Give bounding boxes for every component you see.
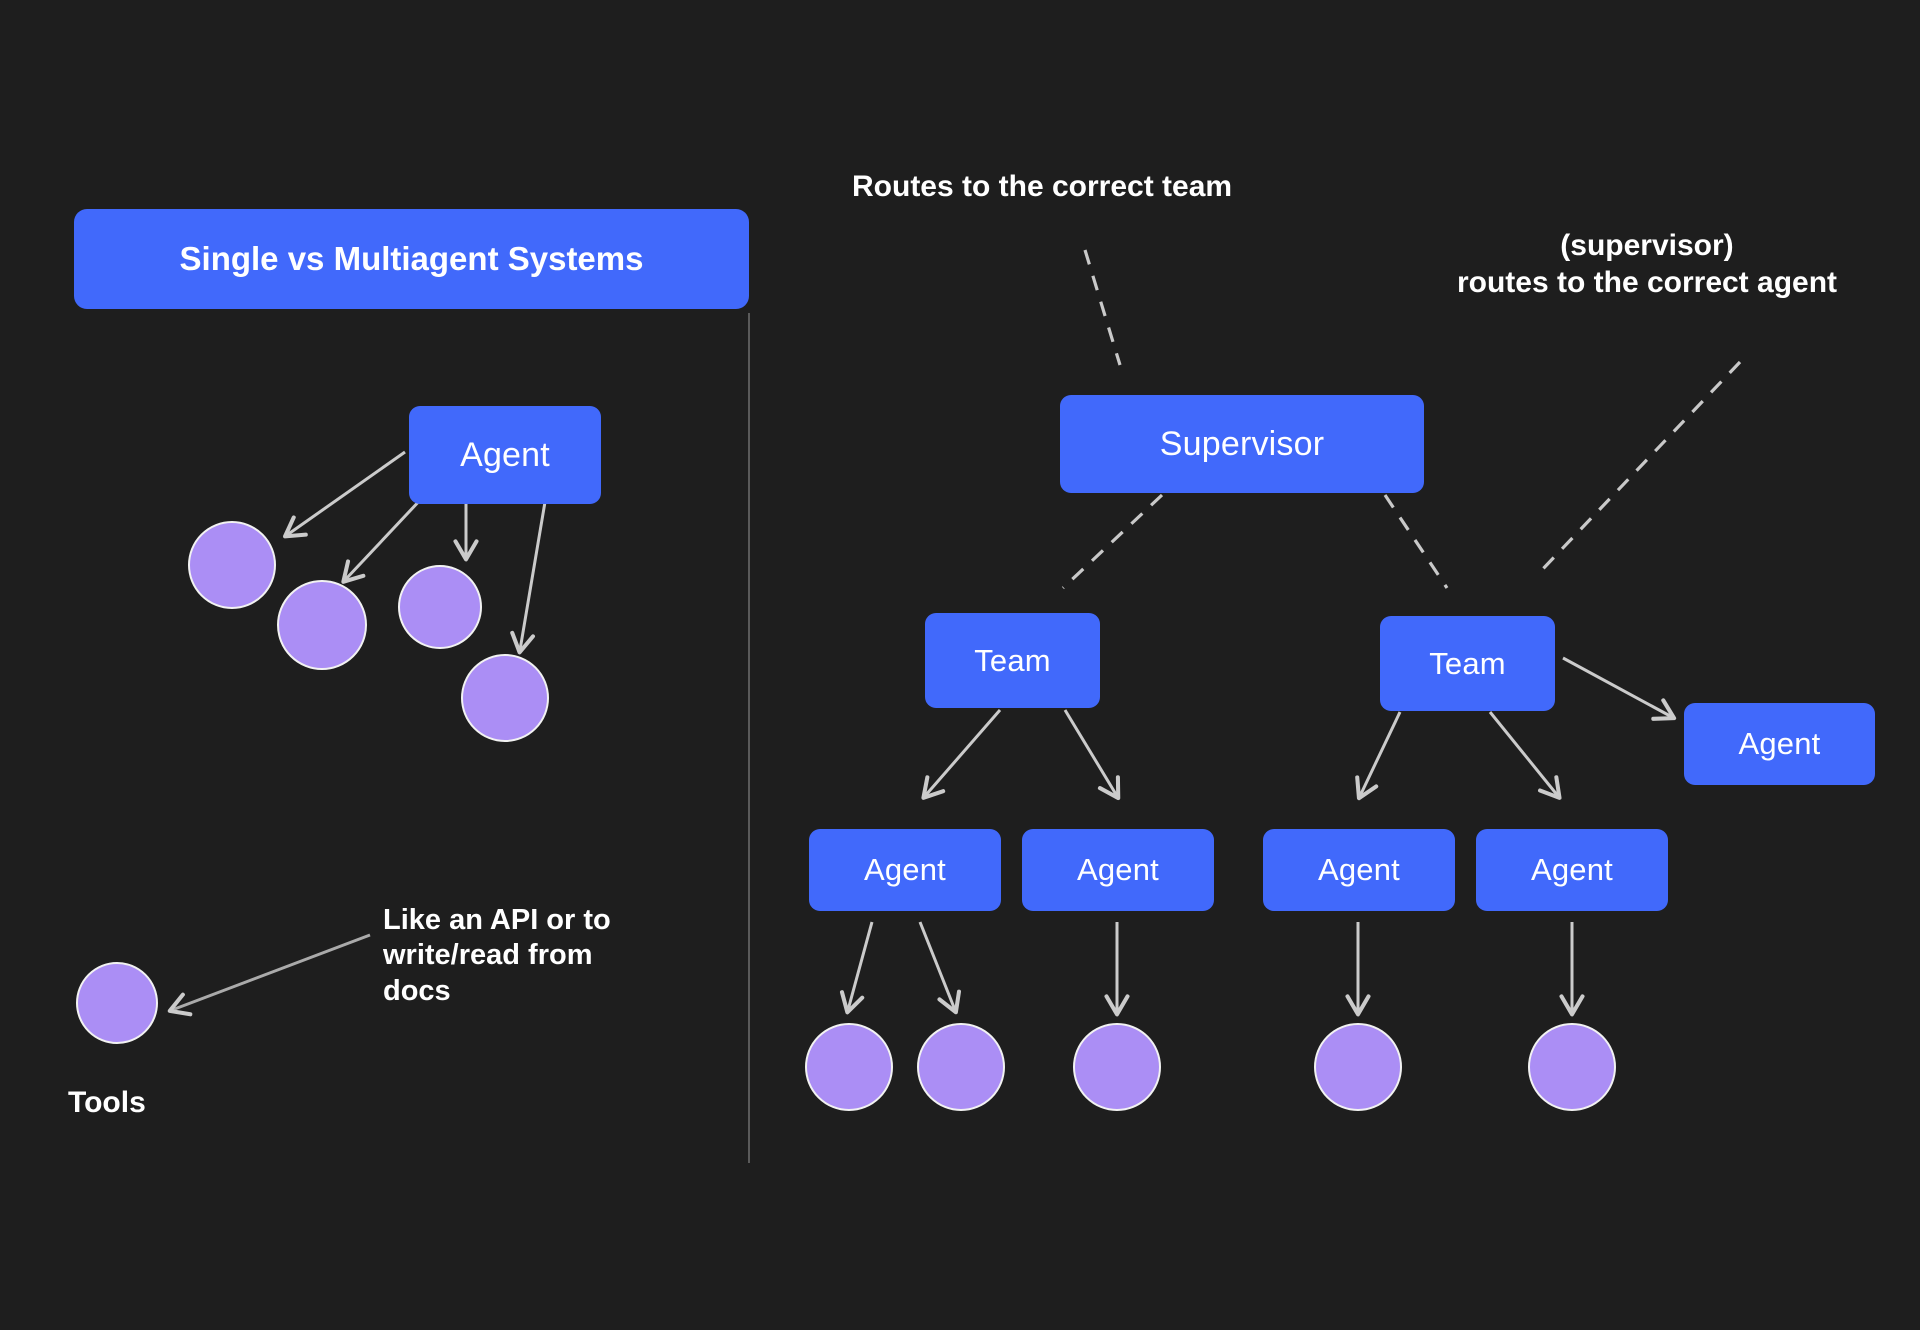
agent-box-2[interactable]: Agent: [1022, 829, 1214, 911]
supervisor-annotation-line-1: (supervisor): [1560, 229, 1734, 262]
left-tool-circle-2[interactable]: [277, 580, 367, 670]
arrow-agent-1-to-tool-2: [918, 921, 962, 1015]
routes-to-team-annotation: Routes to the correct team: [852, 170, 1233, 203]
agent-box-standalone[interactable]: Agent: [1684, 703, 1875, 785]
left-agent-box[interactable]: Agent: [409, 406, 601, 504]
arrow-team-right-to-agent-standalone: [1562, 656, 1677, 721]
supervisor-annotation-line-2: routes to the correct agent: [1456, 265, 1838, 299]
left-tool-circle-1[interactable]: [188, 521, 276, 609]
left-tool-circle-3[interactable]: [398, 565, 482, 649]
arrow-team-left-to-agent-1: [921, 709, 1002, 800]
agent-box-1[interactable]: Agent: [809, 829, 1001, 911]
tools-legend-label: Tools: [68, 1086, 146, 1119]
tools-legend-circle[interactable]: [76, 962, 158, 1044]
supervisor-box[interactable]: Supervisor: [1060, 395, 1424, 493]
dashed-supervisor-to-team-right: [1383, 494, 1449, 589]
tools-annotation: Like an API or to write/read from docs: [383, 903, 713, 1009]
team-box-left[interactable]: Team: [925, 613, 1100, 708]
dashed-leader-supervisor: [1538, 360, 1742, 574]
right-tool-circle-3[interactable]: [1073, 1023, 1161, 1111]
team-box-right[interactable]: Team: [1380, 616, 1555, 711]
left-tool-circle-4[interactable]: [461, 654, 549, 742]
dashed-supervisor-to-team-left: [1061, 493, 1164, 590]
arrow-agent-tool-1: [283, 450, 406, 539]
arrow-agent-tool-4: [510, 501, 547, 655]
supervisor-annotation: (supervisor) routes to the correct agent: [1392, 228, 1902, 301]
page-title: Single vs Multiagent Systems: [74, 209, 749, 309]
tools-annotation-line-2: write/read from: [383, 939, 593, 972]
tools-annotation-line-1: Like an API or to: [383, 904, 611, 936]
arrow-team-right-to-agent-4: [1488, 711, 1562, 800]
tools-annotation-line-3: docs: [383, 974, 451, 1007]
dashed-leader-routes-team: [1083, 249, 1122, 366]
arrow-team-right-to-agent-3: [1355, 711, 1402, 801]
right-tool-circle-4[interactable]: [1314, 1023, 1402, 1111]
arrow-agent-1-to-tool-1: [839, 921, 874, 1015]
right-tool-circle-5[interactable]: [1528, 1023, 1616, 1111]
agent-box-4[interactable]: Agent: [1476, 829, 1668, 911]
section-divider: [748, 313, 750, 1163]
agent-box-3[interactable]: Agent: [1263, 829, 1455, 911]
right-tool-circle-2[interactable]: [917, 1023, 1005, 1111]
right-tool-circle-1[interactable]: [805, 1023, 893, 1111]
arrow-annotation-to-tools: [167, 933, 371, 1017]
arrow-agent-tool-2: [341, 495, 425, 584]
arrow-team-left-to-agent-2: [1063, 709, 1121, 801]
